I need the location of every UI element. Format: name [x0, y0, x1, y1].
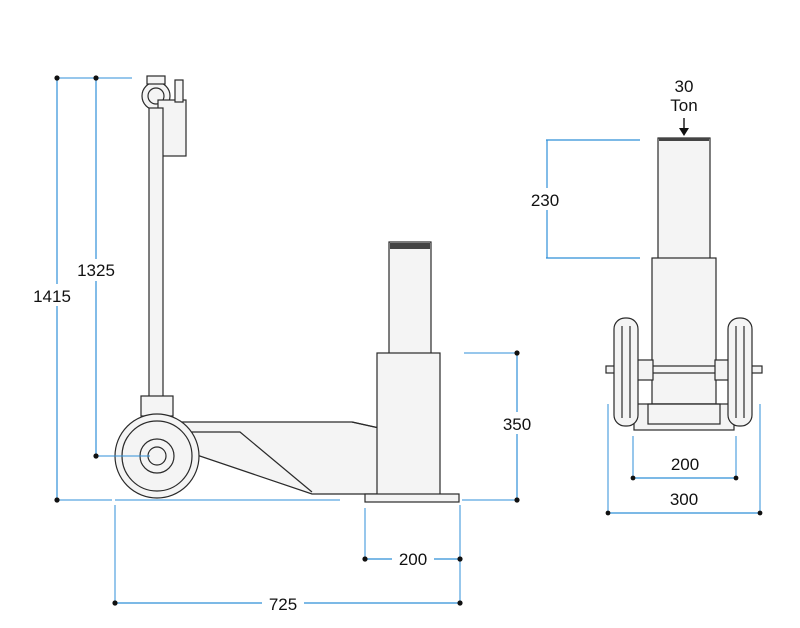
front-view: 30 Ton: [524, 77, 763, 516]
dim-label-350: 350: [503, 415, 531, 434]
dim-overall-length: 725: [112, 505, 463, 614]
side-view: 1415 1325 350 2: [30, 75, 539, 614]
dim-lift-height: 350: [462, 350, 539, 503]
dim-label-230: 230: [531, 191, 559, 210]
front-wheel-right: [727, 317, 753, 427]
dim-label-1415: 1415: [33, 287, 71, 306]
capacity-value: 30: [675, 77, 694, 96]
dim-handle-height: 1325: [74, 75, 150, 459]
dim-saddle-width: 200: [362, 505, 463, 605]
dim-stroke: 230: [524, 139, 640, 259]
dim-label-200-side: 200: [399, 550, 427, 569]
dim-label-1325: 1325: [77, 261, 115, 280]
handle-shaft: [148, 107, 164, 399]
dim-track-outer: 300: [605, 404, 763, 516]
dim-track-inner: 200: [630, 436, 739, 481]
lift-cylinder: [364, 241, 460, 503]
dim-label-200-front: 200: [671, 455, 699, 474]
dim-overall-height: 1415: [30, 75, 132, 503]
load-arrow-icon: [679, 118, 689, 136]
dim-label-725: 725: [269, 595, 297, 614]
front-cylinder: [633, 137, 735, 431]
front-wheel-left: [613, 317, 639, 427]
capacity-unit: Ton: [670, 96, 697, 115]
handle-socket: [140, 395, 174, 417]
dim-label-300: 300: [670, 490, 698, 509]
chassis: [171, 421, 389, 495]
axle: [605, 359, 763, 381]
